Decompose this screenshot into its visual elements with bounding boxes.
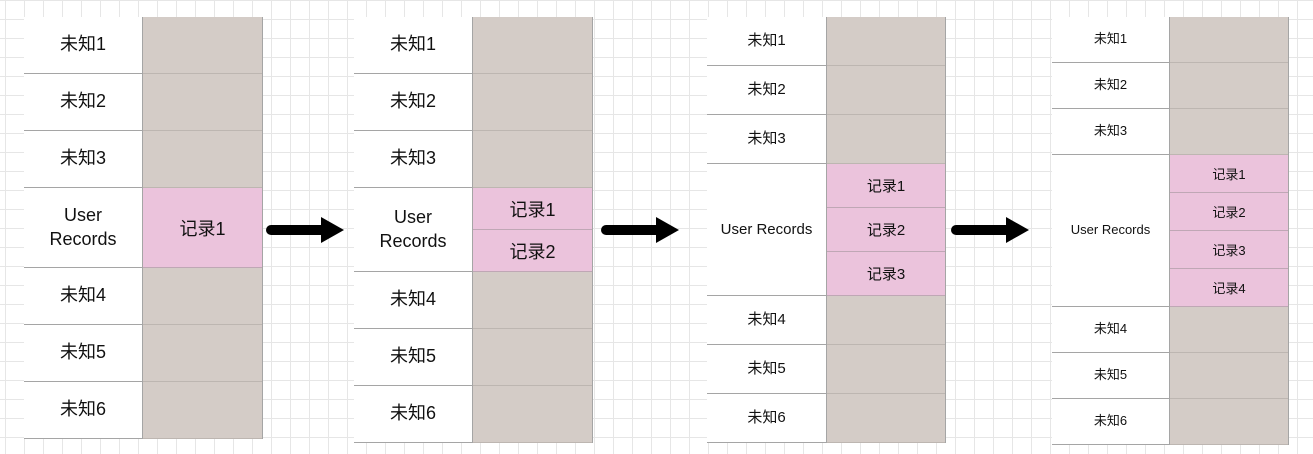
unknown-block bbox=[827, 66, 945, 115]
unknown-label: 未知6 bbox=[1052, 399, 1169, 445]
unknown-label: 未知5 bbox=[24, 325, 142, 382]
unknown-label: 未知3 bbox=[707, 115, 826, 164]
unknown-block bbox=[827, 115, 945, 164]
unknown-block bbox=[827, 394, 945, 443]
unknown-label: 未知4 bbox=[354, 272, 472, 329]
unknown-label: 未知3 bbox=[24, 131, 142, 188]
unknown-label: 未知3 bbox=[1052, 109, 1169, 155]
unknown-block bbox=[143, 325, 262, 382]
unknown-block bbox=[1170, 109, 1288, 155]
record-block: 记录4 bbox=[1170, 269, 1288, 307]
unknown-label: 未知1 bbox=[1052, 17, 1169, 63]
unknown-block bbox=[1170, 399, 1288, 445]
unknown-label: 未知2 bbox=[354, 74, 472, 131]
unknown-label: 未知2 bbox=[1052, 63, 1169, 109]
record-block: 记录2 bbox=[473, 230, 592, 272]
record-block: 记录2 bbox=[1170, 193, 1288, 231]
block-column: 记录1 bbox=[142, 17, 263, 439]
unknown-block bbox=[473, 17, 592, 74]
unknown-block bbox=[1170, 63, 1288, 109]
unknown-block bbox=[143, 17, 262, 74]
record-block: 记录2 bbox=[827, 208, 945, 252]
right-arrow-icon bbox=[601, 217, 679, 243]
record-block: 记录1 bbox=[143, 188, 262, 268]
unknown-label: 未知6 bbox=[24, 382, 142, 439]
unknown-block bbox=[827, 345, 945, 394]
right-arrow-icon bbox=[266, 217, 344, 243]
record-block: 记录1 bbox=[827, 164, 945, 208]
unknown-label: 未知5 bbox=[707, 345, 826, 394]
unknown-block bbox=[473, 74, 592, 131]
unknown-label: 未知4 bbox=[1052, 307, 1169, 353]
unknown-block bbox=[1170, 307, 1288, 353]
user-records-label: User Records bbox=[1052, 155, 1169, 307]
unknown-label: 未知1 bbox=[354, 17, 472, 74]
unknown-block bbox=[143, 74, 262, 131]
unknown-block bbox=[143, 382, 262, 439]
unknown-label: 未知2 bbox=[707, 66, 826, 115]
unknown-block bbox=[143, 268, 262, 325]
unknown-label: 未知3 bbox=[354, 131, 472, 188]
record-block: 记录1 bbox=[1170, 155, 1288, 193]
unknown-block bbox=[473, 131, 592, 188]
unknown-label: 未知4 bbox=[24, 268, 142, 325]
unknown-block bbox=[1170, 17, 1288, 63]
user-records-label: User Records bbox=[707, 164, 826, 296]
unknown-block bbox=[473, 272, 592, 329]
unknown-label: 未知5 bbox=[1052, 353, 1169, 399]
right-arrow-icon bbox=[951, 217, 1029, 243]
unknown-block bbox=[1170, 353, 1288, 399]
unknown-label: 未知6 bbox=[354, 386, 472, 443]
unknown-block bbox=[473, 386, 592, 443]
unknown-label: 未知4 bbox=[707, 296, 826, 345]
user-records-label: User Records bbox=[24, 188, 142, 268]
user-records-label: User Records bbox=[354, 188, 472, 272]
unknown-block bbox=[827, 17, 945, 66]
record-block: 记录1 bbox=[473, 188, 592, 230]
unknown-label: 未知2 bbox=[24, 74, 142, 131]
unknown-label: 未知1 bbox=[707, 17, 826, 66]
unknown-label: 未知1 bbox=[24, 17, 142, 74]
record-block: 记录3 bbox=[1170, 231, 1288, 269]
unknown-block bbox=[827, 296, 945, 345]
unknown-block bbox=[143, 131, 262, 188]
unknown-block bbox=[473, 329, 592, 386]
unknown-label: 未知6 bbox=[707, 394, 826, 443]
record-block: 记录3 bbox=[827, 252, 945, 296]
unknown-label: 未知5 bbox=[354, 329, 472, 386]
